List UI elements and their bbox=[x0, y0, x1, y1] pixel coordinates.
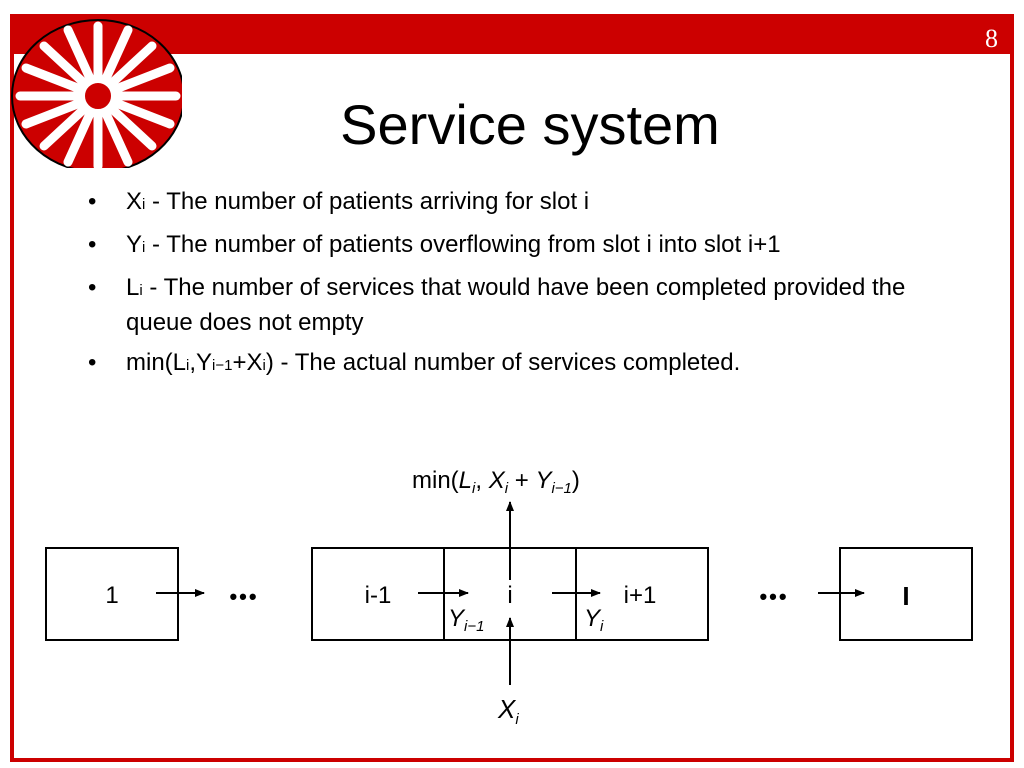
slide-number: 8 bbox=[985, 24, 998, 53]
starburst-logo-icon bbox=[11, 19, 182, 168]
bullet-item-l: • Li - The number of services that would… bbox=[88, 274, 906, 336]
slot-label-1: 1 bbox=[105, 582, 118, 609]
bullet-item-x: • Xi - The number of patients arriving f… bbox=[88, 188, 590, 215]
slide-title: Service system bbox=[340, 93, 720, 156]
header-bar bbox=[10, 14, 1014, 54]
ellipsis-left: ••• bbox=[229, 584, 258, 609]
slot-label-i-minus-1: i-1 bbox=[365, 582, 392, 609]
bullet-item-min: • min(Li,Yi−1+Xi) - The actual number of… bbox=[88, 349, 741, 376]
arrival-label: Xi bbox=[497, 694, 519, 728]
slot-label-last: I bbox=[902, 581, 909, 611]
ellipsis-right: ••• bbox=[759, 584, 788, 609]
overflow-label-prev: Yi−1 bbox=[448, 605, 484, 635]
slot-label-i-plus-1: i+1 bbox=[624, 582, 657, 609]
slot-label-i: i bbox=[507, 582, 512, 609]
queue-diagram: min(Li, Xi + Yi−1) 1 i-1 i i+1 I ••• •••… bbox=[45, 467, 973, 728]
overflow-label-curr: Yi bbox=[584, 605, 604, 635]
bullet-list: • Xi - The number of patients arriving f… bbox=[88, 186, 928, 390]
output-formula: min(Li, Xi + Yi−1) bbox=[412, 467, 580, 497]
bullet-item-y: • Yi - The number of patients overflowin… bbox=[88, 231, 781, 258]
